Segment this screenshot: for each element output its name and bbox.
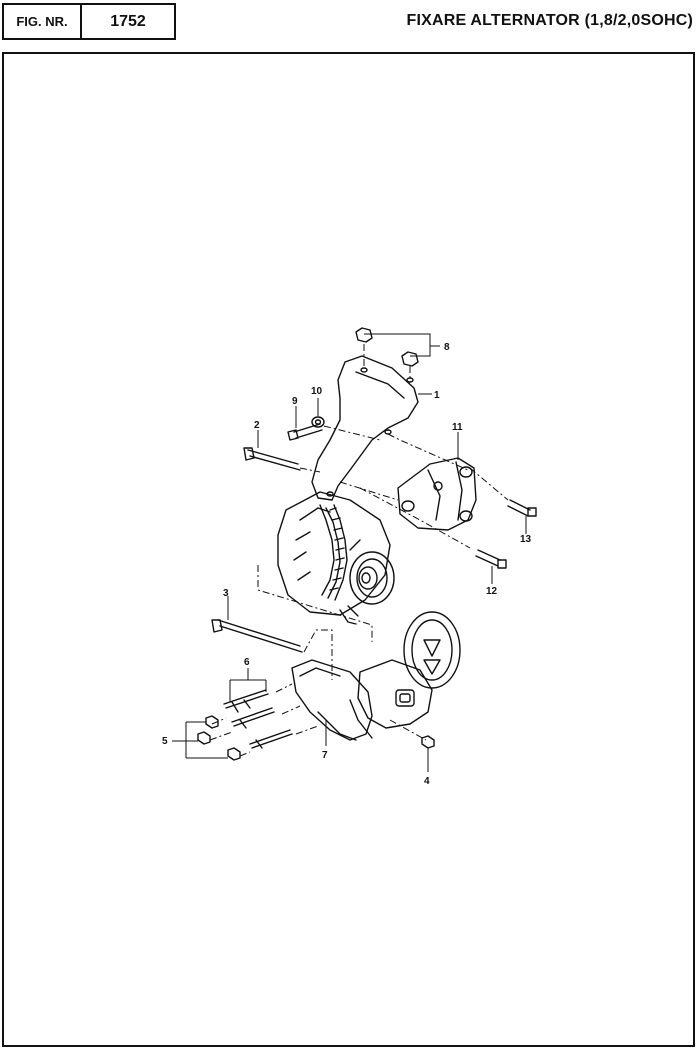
studs-6	[223, 689, 293, 749]
callout-9: 9	[292, 396, 298, 407]
mounting-bracket	[311, 355, 419, 501]
callout-4: 4	[424, 776, 430, 787]
bolt-9	[287, 423, 323, 441]
callout-3: 3	[223, 588, 229, 599]
callout-8: 8	[444, 342, 450, 353]
callout-2: 2	[254, 420, 260, 431]
fig-number: 1752	[80, 3, 176, 40]
callout-6: 6	[244, 657, 250, 668]
callout-7: 7	[322, 750, 328, 761]
callout-12: 12	[486, 586, 498, 597]
nuts-8	[355, 327, 419, 367]
bracket-11	[397, 457, 477, 531]
alternator	[277, 491, 395, 625]
washer-10	[311, 416, 325, 428]
callout-1: 1	[434, 390, 440, 401]
bolt-13	[507, 499, 537, 517]
nut-4	[421, 735, 435, 749]
callout-11: 11	[452, 422, 463, 433]
bolt-3	[211, 619, 303, 653]
bolt-2	[243, 447, 301, 471]
bolt-12	[475, 549, 507, 569]
belt-tensioner	[291, 611, 461, 741]
nuts-5	[197, 715, 241, 761]
diagram-title: FIXARE ALTERNATOR (1,8/2,0SOHC)	[406, 12, 693, 29]
callout-13: 13	[520, 534, 532, 545]
diagram-frame	[2, 52, 695, 1047]
callout-5: 5	[162, 736, 168, 747]
callout-10: 10	[311, 386, 323, 397]
